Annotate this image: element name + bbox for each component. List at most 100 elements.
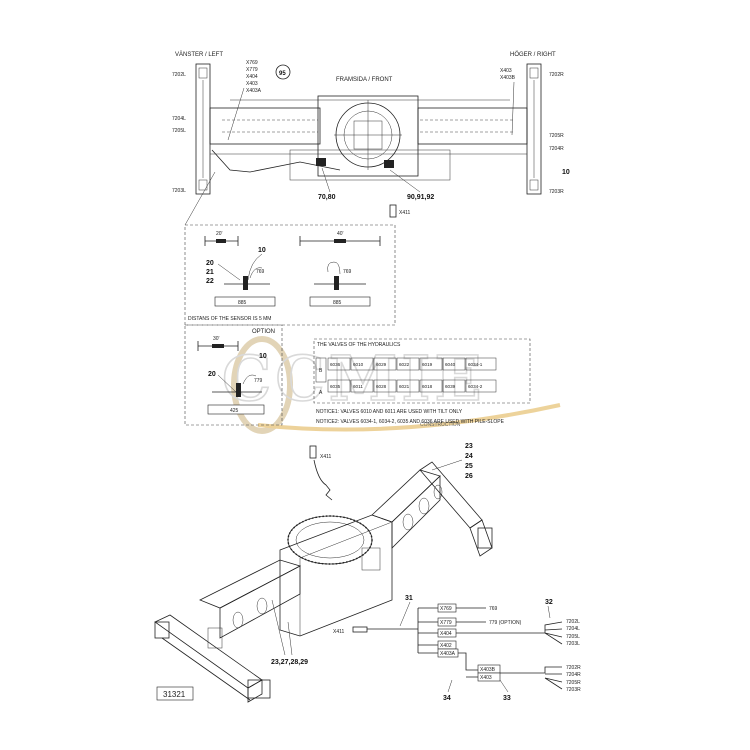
right-ref-7202r: 7202R: [549, 72, 564, 78]
arm-hole: [256, 597, 268, 615]
conn-x403: [477, 672, 501, 682]
right-end-beam-iso: [419, 461, 483, 529]
arm-hole: [418, 497, 430, 515]
sensor-bar: [216, 239, 226, 243]
notice-2: NOTICE2: VALVES 6034-1, 6034-2, 6035 AND…: [316, 419, 505, 425]
leader: [287, 621, 293, 656]
plate-b: [309, 296, 371, 307]
arm-hole: [232, 611, 244, 629]
valve-6021: 6021: [399, 384, 410, 389]
option-frame: [184, 324, 283, 426]
valves-title: THE VALVES OF THE HYDRAULICS: [317, 342, 401, 348]
right-corner-box: [477, 527, 493, 549]
left-corner-box: [247, 679, 271, 699]
conn-x779-label: X779: [440, 620, 452, 626]
valve-cell-a-5: [442, 379, 466, 393]
rotator-inner-iso: [295, 521, 365, 559]
conn-x403b-label: X403B: [480, 667, 496, 673]
left-arm-side: [219, 565, 301, 639]
out-7203l: 7203L: [566, 641, 580, 647]
option-ref-779: 779: [254, 378, 263, 384]
x411-wiring: X411: [333, 629, 345, 635]
valve-block: [361, 547, 381, 571]
ref-26: 26: [465, 473, 473, 480]
ref-769-a: 769: [256, 269, 265, 275]
valve-cell-a-2: [373, 379, 397, 393]
valve-cell-b-6: [465, 357, 497, 371]
out-7204l: 7204L: [566, 626, 580, 632]
right-title: HÖGER / RIGHT: [510, 51, 556, 58]
right-arm-top: [371, 469, 441, 523]
leader: [547, 605, 551, 619]
valve-cell-b-3: [396, 357, 420, 371]
ref-21: 21: [206, 269, 214, 276]
option-plate: [207, 404, 265, 415]
callout-70-80: 70,80: [318, 194, 336, 201]
right-arm-side: [391, 475, 441, 549]
leader: [511, 81, 515, 136]
ref-769-b: 769: [343, 269, 352, 275]
arm-hole: [433, 484, 443, 500]
leader: [217, 263, 241, 281]
callout-90: 90,91,92: [407, 194, 434, 201]
callout-bottom: 23,27,28,29: [271, 659, 308, 666]
valve-cell-a-6: [465, 379, 497, 393]
plate-b-label: 885: [333, 300, 342, 306]
ref-24: 24: [465, 453, 473, 460]
valve-6022: 6022: [399, 362, 410, 367]
watermark-sub: CONSTRUCTION: [420, 422, 461, 428]
watermark: CCMIE CONSTRUCTION: [221, 336, 561, 434]
connector-x411: [389, 204, 397, 218]
isometric-view: X411 23 24 25 26: [154, 443, 493, 703]
sensor-bar: [212, 344, 224, 348]
wire-left-outputs: [456, 621, 563, 645]
left-twistlock: [198, 67, 208, 79]
valve-6029: 6029: [376, 362, 387, 367]
sensor-block: [384, 160, 394, 168]
valve-cell-b-2: [373, 357, 397, 371]
leader: [321, 167, 331, 193]
out-7204r: 7204R: [566, 672, 581, 678]
right-telescope-arm: [417, 107, 528, 145]
ref-32: 32: [545, 599, 553, 606]
rotator-teeth: [287, 515, 373, 565]
option-ref-20: 20: [208, 371, 216, 378]
leader: [227, 87, 245, 141]
top-view: VÄNSTER / LEFT HÖGER / RIGHT FRAMSIDA / …: [172, 51, 570, 218]
main-frame-iso: [279, 514, 393, 637]
left-telescope-arm: [209, 107, 321, 145]
left-code-1: X769: [246, 60, 258, 66]
drawing-number-box: [156, 686, 194, 701]
left-ref-7202l: 7202L: [172, 72, 186, 78]
valve-cell-a-4: [419, 379, 443, 393]
left-arm-top: [199, 559, 302, 609]
option-ref-10: 10: [259, 353, 267, 360]
valve-6036: 6036: [330, 362, 341, 367]
left-end-beam-iso: [154, 614, 263, 689]
leader: [184, 171, 216, 226]
valve-cell-a-1: [350, 379, 374, 393]
leader: [271, 599, 286, 656]
sensor-note: DISTANS OF THE SENSOR IS 5 MM: [188, 316, 271, 322]
left-title: VÄNSTER / LEFT: [175, 51, 223, 58]
leader: [389, 169, 421, 193]
left-code-5: X403A: [246, 88, 262, 94]
row-a-label: A: [319, 390, 323, 396]
wiring-schematic: 31 32 33 34 X411 X769 X779 X404 769 779 …: [333, 595, 581, 702]
main-frame-lower: [289, 149, 451, 181]
valve-cell-b-0: [327, 357, 351, 371]
left-twistlock: [198, 179, 208, 191]
cable-run: [211, 149, 341, 173]
sensor-body: [236, 383, 241, 397]
option-detail: OPTION 30' 10 20 779 425: [184, 324, 283, 426]
out-7205r: 7205R: [566, 680, 581, 686]
rotator-housing: [317, 95, 419, 177]
out-7202r: 7202R: [566, 665, 581, 671]
dim-40: 40': [337, 231, 344, 237]
watermark-text: CCMIE: [222, 342, 486, 415]
ref-25: 25: [465, 463, 473, 470]
right-code-1: X403: [500, 68, 512, 74]
right-end-face: [469, 519, 493, 557]
conn-x769-label: X769: [440, 606, 452, 612]
